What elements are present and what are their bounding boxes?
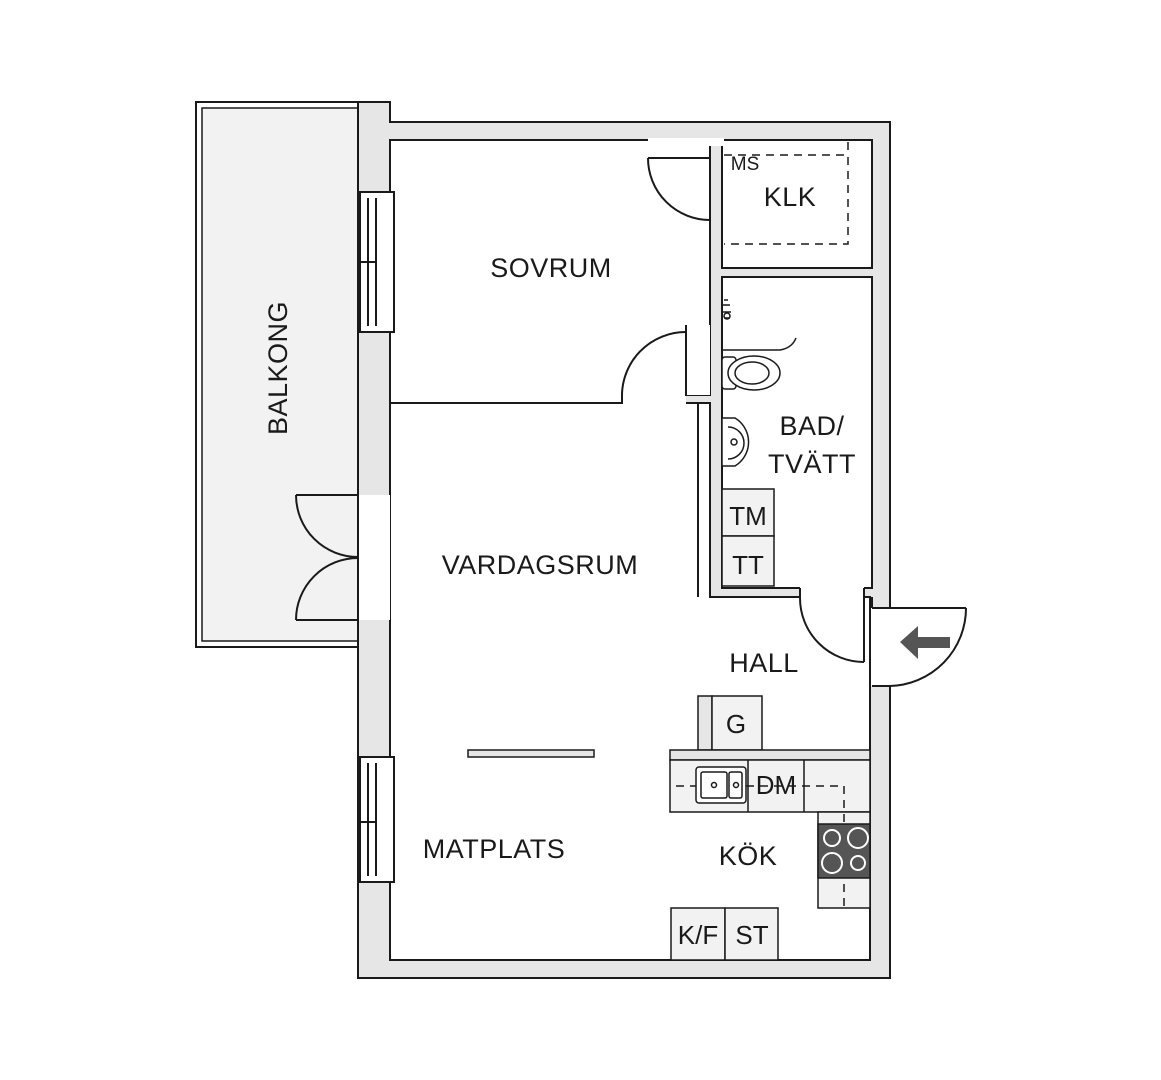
sink-icon xyxy=(695,766,747,804)
appliance-tt: TT xyxy=(721,535,775,587)
appliance-st: ST xyxy=(724,907,779,961)
door-bad xyxy=(799,586,865,663)
room-divider xyxy=(467,749,595,758)
room-label-bad-line2: TVÄTT xyxy=(768,449,856,479)
shower-icon xyxy=(722,299,797,351)
appliance-kf-label: K/F xyxy=(678,920,718,950)
window-matplats xyxy=(359,756,395,883)
door-sovrum xyxy=(620,330,687,404)
door-klk xyxy=(647,138,724,221)
appliance-tm: TM xyxy=(721,488,775,537)
room-label-hall: HALL xyxy=(729,648,799,678)
room-label-sovrum: SOVRUM xyxy=(490,253,612,283)
entrance-door xyxy=(871,597,967,687)
room-label-kok: KÖK xyxy=(719,841,778,871)
window-sovrum xyxy=(359,191,395,333)
appliance-kf: K/F xyxy=(670,907,726,961)
room-label-klk: KLK xyxy=(764,182,817,212)
washbasin-icon xyxy=(721,417,750,467)
appliance-tm-label: TM xyxy=(729,501,767,531)
appliance-st-label: ST xyxy=(735,920,768,950)
room-label-bad-line1: BAD/ xyxy=(779,411,844,441)
wardrobe-g: G xyxy=(697,695,763,751)
partitions xyxy=(685,325,710,597)
appliance-g-label: G xyxy=(726,709,746,739)
entrance-arrow-icon xyxy=(900,626,950,659)
room-label-vardagsrum: VARDAGSRUM xyxy=(442,550,639,580)
room-label-balkong: BALKONG xyxy=(263,301,293,435)
stove-icon xyxy=(817,823,871,879)
room-label-ms: MS xyxy=(731,154,760,175)
balcony xyxy=(195,101,361,648)
room-label-matplats: MATPLATS xyxy=(423,834,566,864)
toilet-icon xyxy=(721,355,781,391)
appliance-dm-label: DM xyxy=(756,770,796,800)
balcony-door xyxy=(295,494,359,621)
closet-shelf xyxy=(724,142,849,245)
appliance-tt-label: TT xyxy=(732,550,764,580)
